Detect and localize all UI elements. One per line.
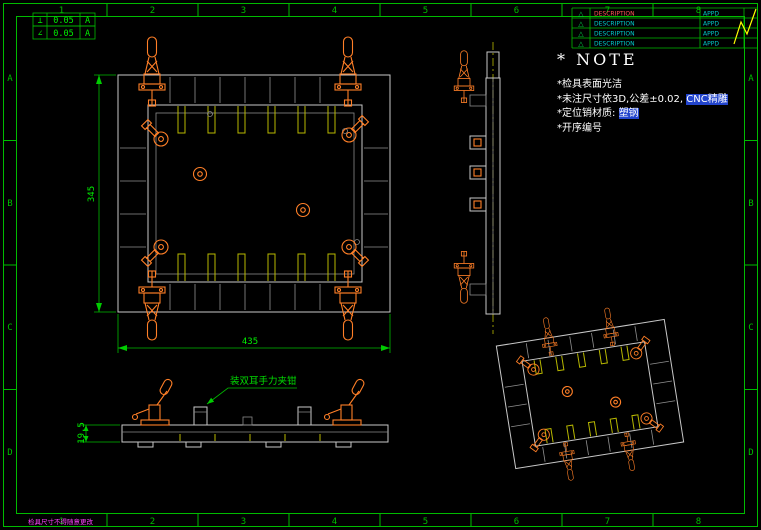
grid-row-label: A [748, 74, 754, 84]
grid-col-label: 7 [605, 6, 610, 16]
grid-col-label: 1 [59, 6, 64, 16]
toggle-clamp-bottom-right [334, 270, 362, 341]
revision-description: DESCRIPTION [594, 31, 635, 38]
corner-clamp [139, 236, 172, 269]
grid-labels: 1 2 3 4 5 6 7 8 1 2 3 4 5 6 7 8 A B C D … [7, 6, 754, 527]
locator-pin [192, 166, 208, 182]
dim-base-thickness: 19.5 [77, 422, 87, 444]
gdt-symbol: ∠ [37, 29, 42, 39]
side-view [453, 42, 501, 334]
toggle-clamp-side-bottom [453, 251, 475, 304]
grid-col-label: 8 [696, 6, 701, 16]
footer-note: 检具尺寸不得随意更改 [28, 517, 94, 526]
revision-mark: △ [578, 30, 584, 38]
corner-clamp [139, 117, 172, 150]
grid-row-label: D [7, 448, 12, 458]
approval-check-mark [733, 8, 757, 45]
toggle-clamp-top-right [334, 36, 362, 107]
note-line-text: *定位销材质: [557, 108, 619, 119]
grid-col-label: 6 [514, 6, 519, 16]
note-line: *检具表面光洁 [557, 78, 757, 93]
grid-col-label: 5 [423, 517, 428, 527]
toggle-clamp-bottom-left [138, 270, 166, 341]
grid-row-label: B [748, 199, 753, 209]
revision-approved: APPD [703, 31, 719, 38]
toggle-clamp-front-right [323, 377, 366, 426]
dim-plan-width: 435 [242, 337, 258, 347]
note-line: *未注尺寸依3D,公差±0.02, CNC精雕 [557, 93, 757, 108]
corner-clamp [627, 334, 652, 362]
sheet-border [3, 3, 758, 527]
revision-approved: APPD [703, 21, 719, 28]
grid-col-label: 2 [150, 517, 155, 527]
grid-col-label: 2 [150, 6, 155, 16]
revision-description: DESCRIPTION [594, 41, 635, 48]
iso-view [495, 306, 685, 482]
note-line-text: *开序编号 [557, 122, 602, 134]
gdt-datum: A [85, 29, 90, 39]
revision-mark: △ [578, 20, 584, 28]
revision-description: DESCRIPTION [594, 11, 635, 18]
revision-approved: APPD [703, 41, 719, 48]
corner-clamp [528, 426, 553, 454]
note-line: *定位销材质: 塑钢 [557, 107, 757, 122]
grid-row-label: D [748, 448, 753, 458]
grid-col-label: 3 [241, 6, 246, 16]
grid-row-label: C [7, 323, 12, 333]
grid-col-label: 7 [605, 517, 610, 527]
note-line-text: *检具表面光洁 [557, 79, 622, 90]
gdt-tolerance: 0.05 [53, 29, 73, 39]
note-title: * NOTE [557, 50, 638, 69]
gdt-tolerance: 0.05 [53, 16, 73, 26]
plan-dimensions: 345 435 [87, 74, 391, 353]
grid-col-label: 5 [423, 6, 428, 16]
grid-row-label: C [748, 323, 753, 333]
front-view: 19.5 装双耳手力夹钳 [77, 375, 389, 448]
note-block: * NOTE *检具表面光洁 *未注尺寸依3D,公差±0.02, CNC精雕 *… [557, 50, 757, 136]
grid-row-label: B [7, 199, 12, 209]
gdt-datum: A [85, 16, 90, 26]
grid-col-label: 1 [59, 517, 64, 527]
grid-col-label: 4 [332, 517, 337, 527]
gdt-symbol: ⊥ [37, 16, 42, 26]
gdt-frames: ⊥ 0.05 A ∠ 0.05 A [32, 12, 96, 40]
grid-col-label: 8 [696, 517, 701, 527]
note-line: *开序编号 [557, 122, 757, 137]
revision-description: DESCRIPTION [594, 21, 635, 28]
clamp-leader-note: 装双耳手力夹钳 [230, 375, 297, 387]
grid-row-label: A [7, 74, 13, 84]
toggle-clamp-top-left [138, 36, 166, 107]
grid-col-label: 3 [241, 517, 246, 527]
revision-approved: APPD [703, 11, 719, 18]
note-line-highlight: 塑钢 [618, 108, 639, 119]
note-line-highlight: CNC精雕 [686, 93, 728, 105]
toggle-clamp-front-left [131, 377, 174, 426]
note-line-text: *未注尺寸依3D,公差±0.02, [557, 93, 687, 105]
locator-pin [295, 202, 311, 218]
grid-col-label: 4 [332, 6, 337, 16]
corner-clamp [338, 113, 371, 146]
grid-col-label: 6 [514, 517, 519, 527]
revision-table: △ △ △ △ DESCRIPTION DESCRIPTION DESCRIPT… [571, 7, 757, 49]
revision-mark: △ [578, 10, 584, 18]
dim-plan-height: 345 [87, 186, 97, 202]
revision-mark: △ [578, 40, 584, 48]
plan-view [117, 36, 391, 341]
